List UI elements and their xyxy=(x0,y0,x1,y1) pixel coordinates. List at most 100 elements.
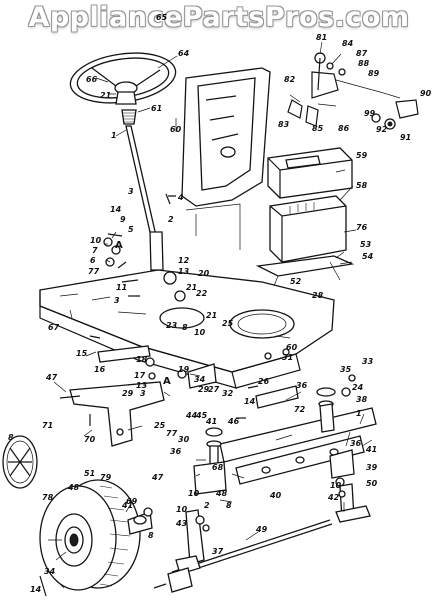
front-tire[interactable] xyxy=(39,479,153,591)
callout-label: 47 xyxy=(45,373,58,382)
callout-label: 3 xyxy=(114,296,120,305)
callout-label: 38 xyxy=(356,395,368,404)
hub-cap[interactable] xyxy=(2,435,38,489)
hardware-bolts[interactable] xyxy=(39,193,356,597)
callout-label: 3 xyxy=(140,389,146,398)
main-frame[interactable] xyxy=(39,269,335,389)
callout-label: 77 xyxy=(88,267,100,276)
callout-label: 83 xyxy=(278,120,290,129)
callout-label: 48 xyxy=(215,489,228,498)
callout-label: 10 xyxy=(188,489,200,498)
callout-label: 48 xyxy=(67,483,80,492)
steering-shaft[interactable] xyxy=(121,109,164,271)
callout-label: 41 xyxy=(205,417,217,426)
callout-label: 88 xyxy=(358,59,370,68)
callout-label: 8 xyxy=(226,501,232,510)
callout-label: 87 xyxy=(356,49,368,58)
leader-lines xyxy=(48,41,373,589)
callout-label: 10 xyxy=(176,505,188,514)
callout-label: 30 xyxy=(178,435,190,444)
callout-label: 51 xyxy=(84,469,95,478)
throttle-control[interactable] xyxy=(287,52,419,130)
callout-label: 61 xyxy=(151,104,162,113)
callout-label: 6 xyxy=(90,256,96,265)
callout-label: 13 xyxy=(136,381,148,390)
callout-label: 91 xyxy=(400,133,411,142)
callout-label: 68 xyxy=(212,463,224,472)
steering-wheel[interactable] xyxy=(67,47,179,109)
callout-label: 10 xyxy=(330,481,342,490)
callout-label: 15 xyxy=(76,349,88,358)
callout-label: 40 xyxy=(269,491,282,500)
callout-label: 45 xyxy=(195,411,208,420)
frame-brackets[interactable] xyxy=(69,345,217,447)
callout-label: 4 xyxy=(177,193,184,202)
callout-label: 67 xyxy=(48,323,60,332)
callout-label: 77 xyxy=(166,429,178,438)
section-marker-a-upper: A xyxy=(115,240,123,251)
callout-label: 23 xyxy=(166,321,178,330)
site-watermark: AppliancePartsPros.com xyxy=(28,2,410,33)
section-marker-a-lower: A xyxy=(163,376,171,387)
callout-label: 14 xyxy=(30,585,42,594)
callout-label: 36 xyxy=(296,381,308,390)
callout-label: 25 xyxy=(222,319,234,328)
callout-label: 76 xyxy=(356,223,368,232)
callout-label: 36 xyxy=(350,439,362,448)
callout-label: 28 xyxy=(312,291,324,300)
callout-label: 11 xyxy=(116,283,127,292)
callout-label: 2 xyxy=(168,215,174,224)
callout-label: 12 xyxy=(178,256,190,265)
callout-label: 43 xyxy=(175,519,188,528)
callout-label: 20 xyxy=(198,269,210,278)
callout-label: 13 xyxy=(178,267,190,276)
callout-label: 69 xyxy=(126,497,138,506)
callout-label: 1 xyxy=(356,409,362,418)
callout-label: 27 xyxy=(208,385,220,394)
callout-label: 53 xyxy=(360,240,372,249)
callout-label: 8 xyxy=(8,433,14,442)
callout-label: 17 xyxy=(134,371,146,380)
callout-label: 42 xyxy=(327,493,340,502)
callout-label: 18 xyxy=(136,355,148,364)
callout-label: 29 xyxy=(122,389,134,398)
front-spindles[interactable] xyxy=(193,387,371,523)
callout-label: 19 xyxy=(178,365,190,374)
callout-label: 3 xyxy=(128,187,134,196)
callout-label: 50 xyxy=(366,479,378,488)
callout-label: 49 xyxy=(255,525,268,534)
callout-label: 60 xyxy=(286,343,298,352)
callout-label: 72 xyxy=(294,405,306,414)
callout-label: 81 xyxy=(316,33,327,42)
battery-assembly[interactable] xyxy=(255,147,355,287)
callout-label: 99 xyxy=(364,109,376,118)
callout-label: 22 xyxy=(196,289,208,298)
callout-labels: 65 64 66 21 61 1 60 83 81 84 87 88 89 82… xyxy=(8,13,432,594)
dash-panel[interactable] xyxy=(181,67,271,250)
callout-label: 82 xyxy=(284,75,296,84)
callout-label: 89 xyxy=(368,69,380,78)
callout-label: 66 xyxy=(86,75,98,84)
callout-label: 52 xyxy=(290,277,302,286)
callout-label: 41 xyxy=(121,501,133,510)
callout-label: 92 xyxy=(376,125,388,134)
callout-label: 7 xyxy=(92,246,98,255)
callout-label: 37 xyxy=(212,547,224,556)
callout-label: 79 xyxy=(100,473,112,482)
callout-label: 21 xyxy=(186,283,197,292)
callout-label: 41 xyxy=(365,445,377,454)
callout-label: 35 xyxy=(340,365,352,374)
callout-label: 8 xyxy=(148,531,154,540)
callout-label: 2 xyxy=(204,501,210,510)
callout-label: 71 xyxy=(42,421,53,430)
callout-label: 44 xyxy=(185,411,198,420)
callout-label: 84 xyxy=(342,39,354,48)
tie-rod[interactable] xyxy=(167,509,333,593)
callout-label: 46 xyxy=(227,417,240,426)
callout-label: 32 xyxy=(222,389,234,398)
callout-label: 25 xyxy=(154,421,166,430)
callout-label: 10 xyxy=(90,236,102,245)
callout-label: 29 xyxy=(198,385,210,394)
callout-label: 10 xyxy=(194,328,206,337)
